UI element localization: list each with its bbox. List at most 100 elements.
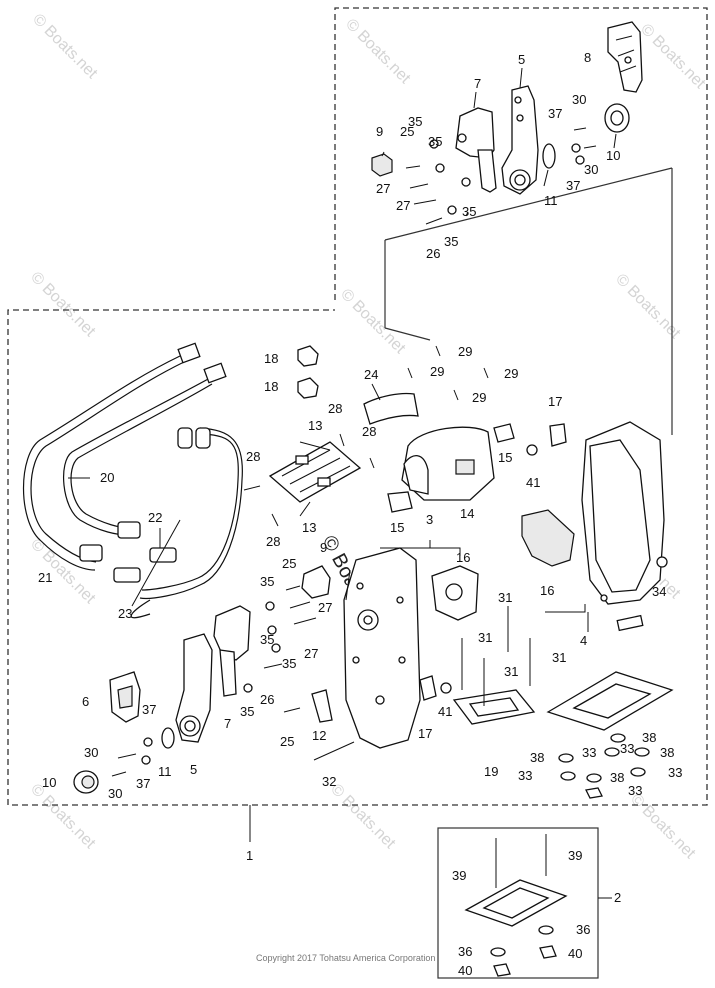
part-8-lever-cover <box>607 21 643 93</box>
label-part-40: 40 <box>568 946 582 961</box>
label-part-11: 11 <box>158 764 172 779</box>
label-part-33: 33 <box>628 783 642 798</box>
label-part-35: 35 <box>282 656 296 671</box>
label-part-26: 26 <box>426 246 440 261</box>
label-part-37: 37 <box>142 702 156 717</box>
label-part-8: 8 <box>584 50 591 65</box>
part-2-kit <box>464 834 568 977</box>
label-part-31: 31 <box>498 590 512 605</box>
part-20-21-harness <box>22 342 243 619</box>
part-5-arm <box>501 85 539 195</box>
part-number-labels: 1 2 3 4 5 5 6 7 7 8 9 9 10 10 11 11 12 1… <box>38 50 682 978</box>
label-part-13: 13 <box>302 520 316 535</box>
part-16-cam <box>521 509 575 567</box>
part-3-body <box>343 547 421 749</box>
label-part-11: 11 <box>544 193 558 208</box>
part-6-lever-cover <box>109 671 141 723</box>
part-7-housing <box>455 107 497 193</box>
label-part-25: 25 <box>400 124 414 139</box>
watermark: © Boats.net <box>627 791 699 863</box>
label-part-35: 35 <box>260 632 274 647</box>
part-19-mount-plate <box>546 671 674 731</box>
label-part-27: 27 <box>396 198 410 213</box>
label-part-35: 35 <box>240 704 254 719</box>
label-part-33: 33 <box>582 745 596 760</box>
label-part-7: 7 <box>474 76 481 91</box>
label-part-41: 41 <box>438 704 452 719</box>
label-part-39: 39 <box>568 848 582 863</box>
part-34-nut <box>656 556 668 568</box>
label-part-33: 33 <box>518 768 532 783</box>
label-part-32: 32 <box>322 774 336 789</box>
label-part-15: 15 <box>498 450 512 465</box>
label-part-18: 18 <box>264 379 278 394</box>
label-part-22: 22 <box>148 510 162 525</box>
part-5-arm-lower <box>175 633 213 743</box>
bolt-32 <box>313 741 355 761</box>
small-hardware-lower <box>111 585 317 777</box>
label-part-27: 27 <box>376 181 390 196</box>
label-part-28: 28 <box>266 534 280 549</box>
label-part-7: 7 <box>224 716 231 731</box>
part-15-clips <box>387 423 515 513</box>
label-part-35: 35 <box>260 574 274 589</box>
label-part-25: 25 <box>280 734 294 749</box>
label-part-17: 17 <box>418 726 432 741</box>
label-part-5: 5 <box>190 762 197 777</box>
part-18-grommets <box>297 345 319 399</box>
label-part-29: 29 <box>504 366 518 381</box>
part-10-knob <box>604 103 630 133</box>
label-part-38: 38 <box>610 770 624 785</box>
copyright-text: Copyright 2017 Tohatsu America Corporati… <box>256 953 435 963</box>
label-part-35: 35 <box>462 204 476 219</box>
label-part-31: 31 <box>504 664 518 679</box>
part-12-clip <box>311 689 333 723</box>
part-9-cap <box>371 153 393 177</box>
label-part-33: 33 <box>620 741 634 756</box>
label-part-2: 2 <box>614 890 621 905</box>
watermark: © Boats.net <box>612 271 684 343</box>
nuts-washers-right <box>558 733 650 799</box>
label-part-35: 35 <box>428 134 442 149</box>
watermark: © Boats.net <box>29 11 101 83</box>
label-part-30: 30 <box>84 745 98 760</box>
label-part-15: 15 <box>390 520 404 535</box>
part-4-housing <box>581 421 665 632</box>
label-part-6: 6 <box>82 694 89 709</box>
label-part-29: 29 <box>472 390 486 405</box>
label-part-30: 30 <box>584 162 598 177</box>
label-part-9: 9 <box>320 540 327 555</box>
part-19-gasket <box>452 689 536 725</box>
label-part-17: 17 <box>548 394 562 409</box>
part-14-cover <box>401 426 495 501</box>
label-part-12: 12 <box>312 728 326 743</box>
small-hardware-upper <box>405 127 597 225</box>
label-part-5: 5 <box>518 52 525 67</box>
part-7-housing-lower <box>213 605 251 697</box>
label-part-29: 29 <box>458 344 472 359</box>
leader-lines <box>68 67 617 632</box>
label-part-37: 37 <box>548 106 562 121</box>
label-part-18: 18 <box>264 351 278 366</box>
label-part-37: 37 <box>566 178 580 193</box>
label-part-24: 24 <box>364 367 378 382</box>
part-17-clips <box>419 423 567 701</box>
frame-lines <box>7 7 708 979</box>
label-part-27: 27 <box>304 646 318 661</box>
label-part-26: 26 <box>260 692 274 707</box>
label-part-23: 23 <box>118 606 132 621</box>
label-part-35: 35 <box>444 234 458 249</box>
screws-top <box>243 345 489 527</box>
label-part-16: 16 <box>456 550 470 565</box>
watermark: © Boats.net <box>327 781 399 853</box>
label-part-33: 33 <box>668 765 682 780</box>
label-part-13: 13 <box>308 418 322 433</box>
label-part-19: 19 <box>484 764 498 779</box>
label-part-31: 31 <box>478 630 492 645</box>
part-24-plate <box>363 392 419 425</box>
label-part-36: 36 <box>576 922 590 937</box>
label-part-1: 1 <box>246 848 253 863</box>
label-part-34: 34 <box>652 584 666 599</box>
label-part-20: 20 <box>100 470 114 485</box>
